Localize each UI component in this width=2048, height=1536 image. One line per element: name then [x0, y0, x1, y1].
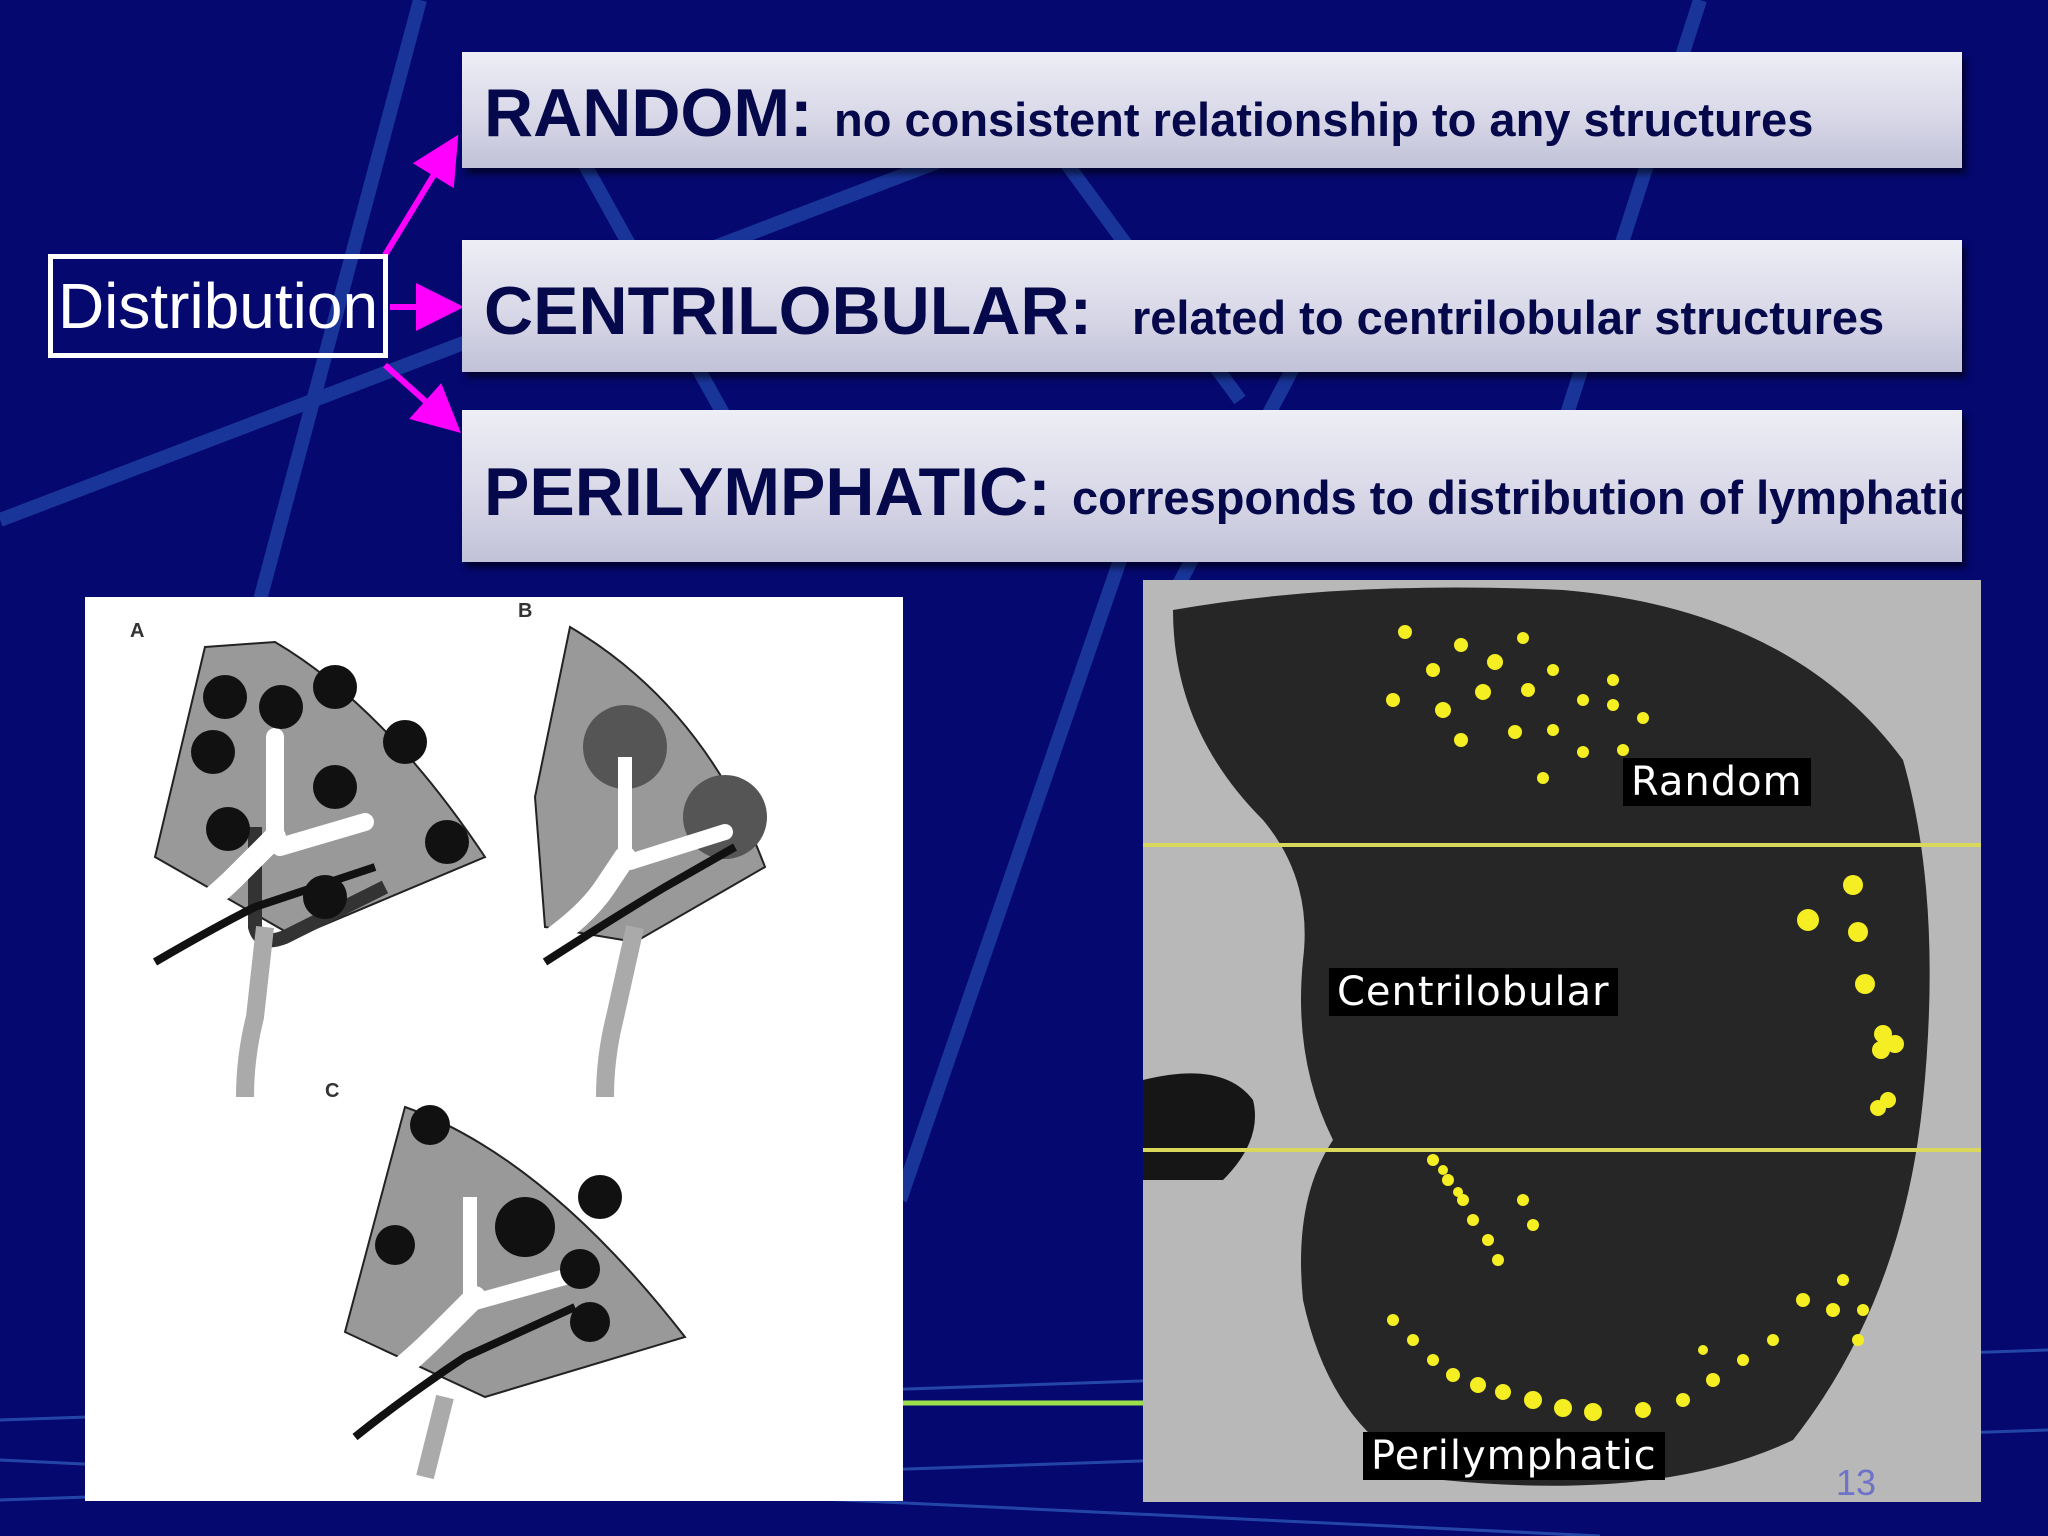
- category-description: corresponds to distribution of lymphatic…: [1072, 471, 1962, 524]
- ct-label-perilymphatic: Perilymphatic: [1363, 1432, 1665, 1480]
- diagram-b: B: [518, 600, 767, 1098]
- ct-label-random: Random: [1623, 758, 1811, 806]
- diagram-a: A: [130, 620, 487, 1098]
- ct-lung-image: Random Centrilobular Perilymphatic: [1143, 580, 1981, 1502]
- category-box-random: RANDOM: no consistent relationship to an…: [462, 52, 1962, 168]
- category-box-centrilobular: CENTRILOBULAR: related to centrilobular …: [462, 240, 1962, 372]
- distribution-label: Distribution: [48, 254, 388, 358]
- category-title: CENTRILOBULAR:: [484, 273, 1093, 349]
- nodule-markers: [1386, 625, 1904, 1421]
- category-box-perilymphatic: PERILYMPHATIC: corresponds to distributi…: [462, 410, 1962, 562]
- diagram-label-c: C: [325, 1080, 339, 1102]
- ct-label-centrilobular: Centrilobular: [1329, 968, 1618, 1016]
- lobule-schematic-diagram: A B C: [85, 597, 903, 1501]
- diagram-label-a: A: [130, 620, 144, 642]
- category-description: no consistent relationship to any struct…: [834, 93, 1814, 146]
- diagram-label-b: B: [518, 600, 532, 622]
- slide-number: 13: [1836, 1462, 1877, 1503]
- category-description: related to centrilobular structures: [1132, 291, 1885, 344]
- category-title: PERILYMPHATIC:: [484, 454, 1051, 530]
- diagram-c: C: [324, 1080, 687, 1480]
- category-title: RANDOM:: [484, 75, 813, 151]
